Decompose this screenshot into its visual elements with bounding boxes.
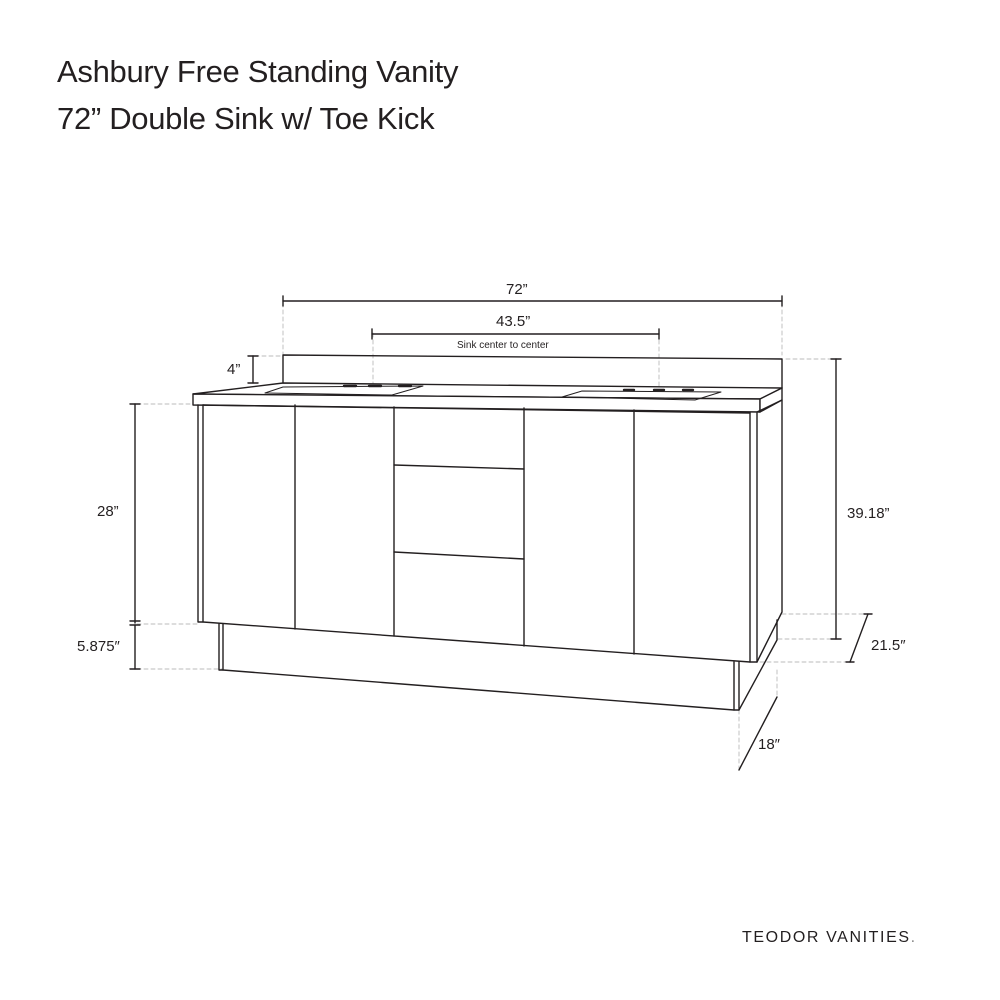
drawer-divider-2 <box>393 551 525 560</box>
backsplash-dimension-line <box>247 355 259 384</box>
drawer-divider-1 <box>393 464 525 470</box>
top-depth-dimension-line <box>845 613 873 663</box>
width-dimension-line <box>282 295 783 307</box>
top-depth-label: 21.5″ <box>871 637 906 654</box>
toe-kick-height-label: 5.875″ <box>77 638 120 655</box>
backsplash-height-label: 4” <box>227 361 241 378</box>
product-title: Ashbury Free Standing Vanity <box>57 54 459 89</box>
cabinet-depth-dimension-line <box>738 696 778 771</box>
brand-logo: TEODOR VANITIES. <box>742 929 917 947</box>
total-height-dimension-line <box>830 358 842 640</box>
sink-center-caption: Sink center to center <box>457 340 549 351</box>
overall-width-label: 72” <box>506 281 528 298</box>
brand-name: TEODOR VANITIES <box>742 929 911 946</box>
toe-kick-dimension-line <box>129 624 141 670</box>
brand-mark: . <box>910 929 917 946</box>
cabinet-height-label: 28” <box>97 503 119 520</box>
front-panels <box>294 404 635 655</box>
cabinet-depth-label: 18″ <box>758 736 780 753</box>
cabinet-body <box>197 399 783 663</box>
extension-guides <box>136 302 873 771</box>
sink-center-dimension-line <box>371 328 660 340</box>
product-subtitle: 72” Double Sink w/ Toe Kick <box>57 101 435 136</box>
sink-center-distance-label: 43.5” <box>496 313 531 330</box>
left-sink <box>264 384 424 396</box>
toe-kick <box>218 619 778 711</box>
backsplash <box>282 354 783 389</box>
right-sink <box>561 388 722 401</box>
cabinet-height-dimension-line <box>129 403 141 626</box>
total-height-label: 39.18” <box>847 505 890 522</box>
